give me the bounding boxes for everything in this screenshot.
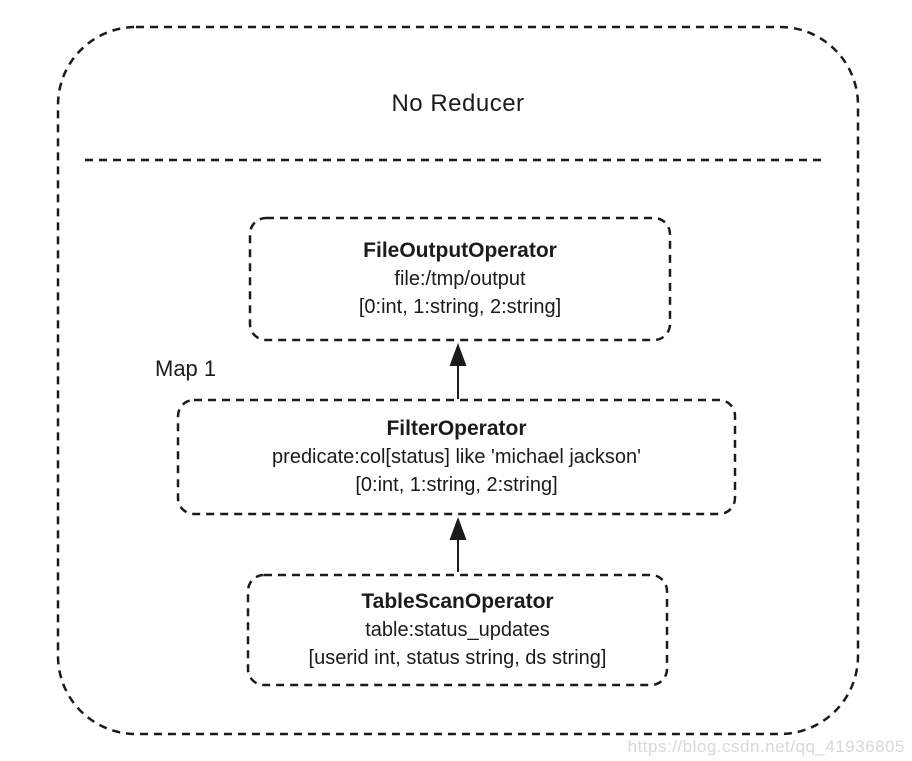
node-schema-line: [userid int, status string, ds string] — [308, 647, 607, 669]
node-title: FileOutputOperator — [363, 239, 557, 262]
node-table-scan-operator: TableScanOperator table:status_updates [… — [248, 575, 667, 685]
node-box-table-scan-operator — [246, 573, 669, 687]
stage-title: No Reducer — [391, 90, 525, 117]
node-title: FilterOperator — [386, 417, 527, 440]
map-stage-label: Map 1 — [155, 356, 217, 381]
node-detail-line: file:/tmp/output — [394, 268, 526, 290]
arrowhead-up-icon — [449, 343, 467, 366]
arrowhead-up-icon — [449, 517, 467, 540]
stage-boundary — [56, 25, 860, 736]
node-filter-operator: FilterOperator predicate:col[status] lik… — [178, 400, 735, 514]
node-detail-line: table:status_updates — [365, 619, 550, 641]
node-box-file-output-operator — [248, 216, 672, 342]
node-file-output-operator: FileOutputOperator file:/tmp/output [0:i… — [250, 218, 670, 340]
node-detail-line: predicate:col[status] like 'michael jack… — [272, 446, 641, 468]
watermark-text: https://blog.csdn.net/qq_41936805 — [627, 737, 905, 756]
node-title: TableScanOperator — [361, 590, 554, 613]
node-schema-line: [0:int, 1:string, 2:string] — [355, 474, 558, 496]
edge-arrow-table-scan-to-filter — [449, 517, 467, 572]
node-schema-line: [0:int, 1:string, 2:string] — [358, 296, 562, 318]
edge-arrow-filter-to-file-output — [449, 343, 467, 399]
node-box-filter-operator — [176, 398, 737, 516]
